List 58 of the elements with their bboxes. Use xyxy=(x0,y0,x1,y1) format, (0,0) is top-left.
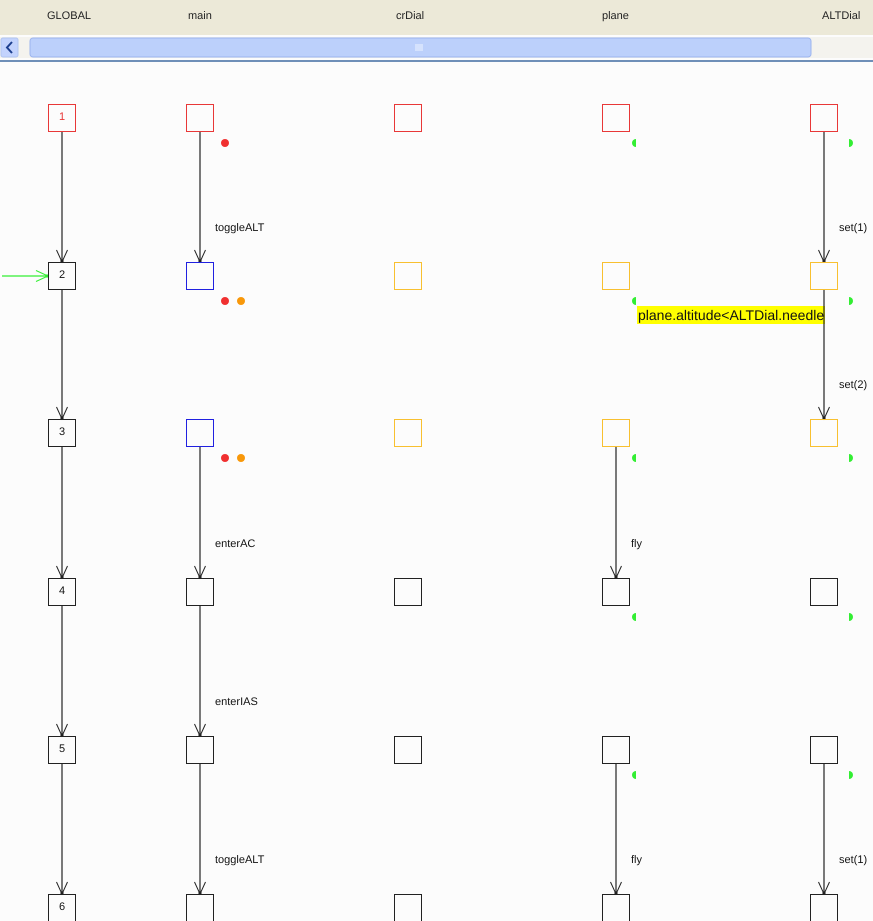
state-box xyxy=(810,104,838,132)
state-box xyxy=(186,104,214,132)
transition-arrow xyxy=(818,290,830,420)
state-box: 6 xyxy=(48,894,76,921)
transition-arrow xyxy=(56,606,68,738)
state-box xyxy=(602,262,630,290)
edge-label: fly xyxy=(631,538,642,551)
state-box: 2 xyxy=(48,262,76,290)
transition-arrow xyxy=(56,764,68,896)
state-box xyxy=(394,894,422,921)
state-box xyxy=(186,736,214,764)
transition-arrow xyxy=(194,447,206,580)
state-box xyxy=(810,894,838,921)
state-box xyxy=(186,419,214,447)
state-box xyxy=(394,578,422,606)
edge-label: toggleALT xyxy=(215,854,264,867)
edge-label: toggleALT xyxy=(215,222,264,235)
state-box xyxy=(186,578,214,606)
transition-arrow xyxy=(2,270,50,282)
state-box xyxy=(394,419,422,447)
state-box xyxy=(602,419,630,447)
state-box xyxy=(394,262,422,290)
edge-label: set(1) xyxy=(839,854,868,867)
state-box: 4 xyxy=(48,578,76,606)
transition-arrow xyxy=(56,132,68,264)
transition-arrow xyxy=(194,132,206,264)
state-box xyxy=(810,578,838,606)
transition-arrow xyxy=(56,290,68,420)
state-box: 1 xyxy=(48,104,76,132)
transition-arrow xyxy=(194,764,206,896)
edge-label: fly xyxy=(631,854,642,867)
condition-label: plane.altitude<ALTDial.needle xyxy=(637,306,826,324)
state-box xyxy=(810,262,838,290)
column-header: plane xyxy=(602,10,629,22)
column-header: ALTDial xyxy=(822,10,860,22)
edge-label: set(2) xyxy=(839,379,868,392)
state-box xyxy=(394,104,422,132)
transition-arrow xyxy=(818,764,830,896)
state-box xyxy=(602,578,630,606)
state-box: 3 xyxy=(48,419,76,447)
state-box xyxy=(810,419,838,447)
state-box: 5 xyxy=(48,736,76,764)
column-header: main xyxy=(188,10,212,22)
transition-arrow xyxy=(610,764,622,896)
state-box xyxy=(602,894,630,921)
transition-arrow xyxy=(56,447,68,580)
state-box xyxy=(810,736,838,764)
state-box xyxy=(602,104,630,132)
state-box xyxy=(602,736,630,764)
state-box xyxy=(186,262,214,290)
transition-arrow xyxy=(818,132,830,264)
state-box xyxy=(394,736,422,764)
column-header: crDial xyxy=(396,10,424,22)
state-box xyxy=(186,894,214,921)
column-header: GLOBAL xyxy=(47,10,92,22)
transition-arrow xyxy=(194,606,206,738)
transition-arrow xyxy=(610,447,622,580)
edge-label: set(1) xyxy=(839,222,868,235)
